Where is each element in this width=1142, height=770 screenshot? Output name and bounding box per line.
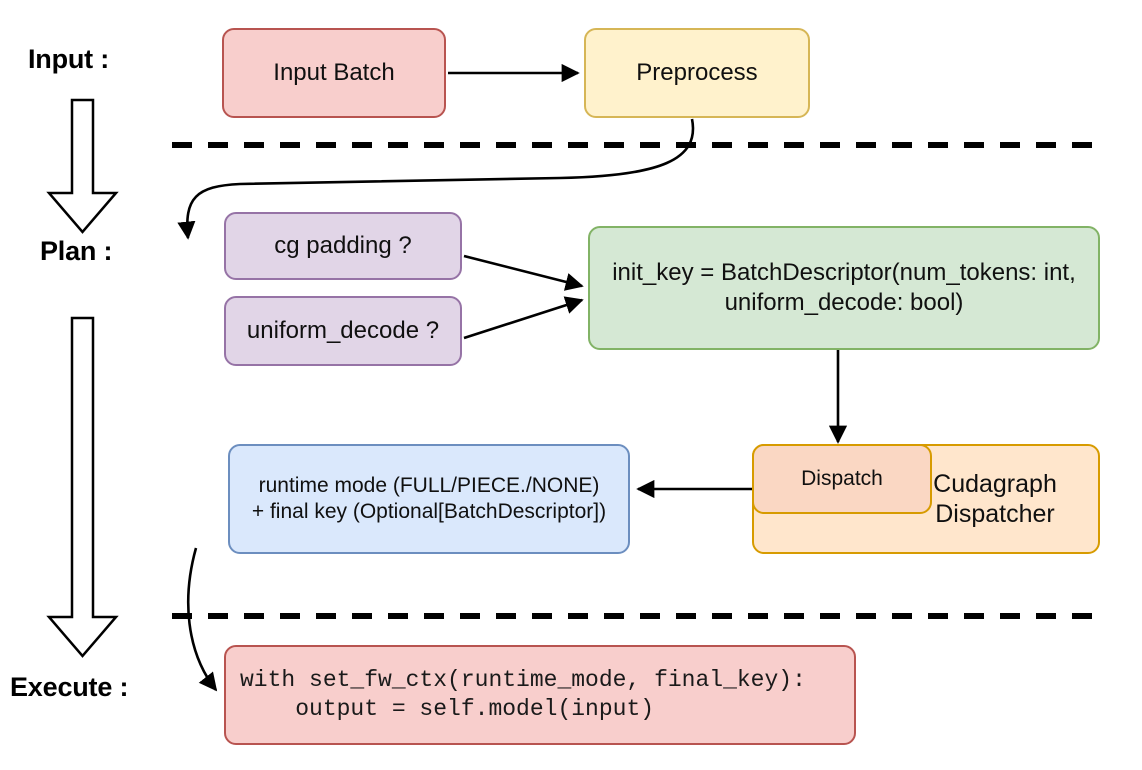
node-preprocess-label: Preprocess <box>636 59 758 86</box>
node-init-key[interactable]: init_key = BatchDescriptor(num_tokens: i… <box>588 226 1100 350</box>
node-cg-padding[interactable]: cg padding ? <box>224 212 462 280</box>
arrow-cg-padding-to-init-key <box>463 254 584 291</box>
plan-to-execute-block-arrow <box>46 316 119 658</box>
arrow-uniform-decode-to-init-key <box>463 296 584 340</box>
node-runtime-mode[interactable]: runtime mode (FULL/PIECE./NONE) + final … <box>228 444 630 554</box>
node-uniform-decode-label: uniform_decode ? <box>246 317 440 344</box>
input-to-plan-block-arrow <box>46 98 119 234</box>
node-cudagraph-dispatcher-label: Cudagraph Dispatcher <box>910 469 1080 529</box>
stage-label-input: Input : <box>28 44 110 74</box>
node-cudagraph-dispatcher-line1: Cudagraph <box>933 470 1057 498</box>
node-runtime-mode-line2: + final key (Optional[BatchDescriptor]) <box>251 500 607 523</box>
node-input-batch[interactable]: Input Batch <box>222 28 446 118</box>
node-uniform-decode[interactable]: uniform_decode ? <box>224 296 462 366</box>
stage-label-execute: Execute : <box>10 672 129 702</box>
node-execute-code-line2: output = self.model(input) <box>240 696 655 722</box>
stage-label-plan: Plan : <box>40 236 113 266</box>
node-cg-padding-label: cg padding ? <box>274 232 412 259</box>
node-dispatch[interactable]: Dispatch <box>752 444 932 514</box>
node-dispatch-label: Dispatch <box>801 466 883 490</box>
arrow-preprocess-to-cg-padding <box>177 118 695 240</box>
node-execute-code-line1: with set_fw_ctx(runtime_mode, final_key)… <box>240 667 806 694</box>
node-runtime-mode-line1: runtime mode (FULL/PIECE./NONE) <box>258 473 600 497</box>
node-cudagraph-dispatcher-line2: Dispatcher <box>935 500 1055 528</box>
node-execute-code[interactable]: with set_fw_ctx(runtime_mode, final_key)… <box>224 645 856 745</box>
node-init-key-line1: init_key = BatchDescriptor(num_tokens: i… <box>612 259 1076 286</box>
arrow-runtime-mode-to-execute-code <box>186 547 218 692</box>
node-init-key-line2: uniform_decode: bool) <box>724 289 964 316</box>
node-input-batch-label: Input Batch <box>273 59 395 86</box>
node-preprocess[interactable]: Preprocess <box>584 28 810 118</box>
